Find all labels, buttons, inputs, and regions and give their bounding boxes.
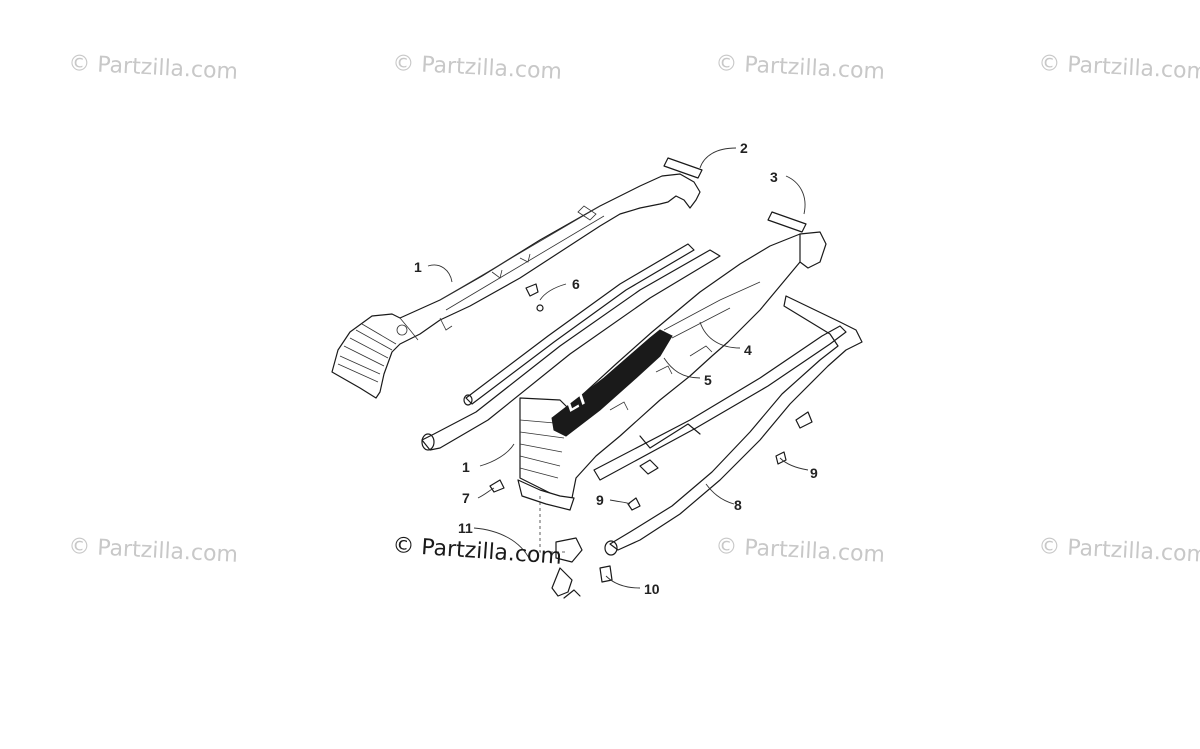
- part-6-fastener: [525, 283, 544, 312]
- part-1-lower-panel: LT: [517, 231, 827, 511]
- fasteners: [489, 451, 787, 583]
- callout-5: 5: [704, 372, 712, 388]
- callout-7: 7: [462, 490, 470, 506]
- callout-6: 6: [572, 276, 580, 292]
- watermark: © Partzilla.com: [715, 534, 886, 568]
- part-8-rail-rear: [593, 295, 863, 556]
- callout-3: 3: [770, 169, 778, 185]
- callout-4: 4: [744, 342, 752, 358]
- lt-decal-shape: [551, 329, 673, 437]
- watermark: © Partzilla.com: [68, 534, 239, 568]
- leader-lines: [427, 147, 809, 589]
- callout-numbers: 1 2 3 4 5 6 1 7 9 8 9 11 10: [414, 140, 818, 597]
- part-11-bracket: [539, 496, 583, 599]
- callout-1-upper: 1: [414, 259, 422, 275]
- part-8-rail-left: [421, 243, 721, 451]
- part-1-upper-panel: [331, 173, 701, 399]
- callout-9-right: 9: [810, 465, 818, 481]
- callout-1-lower: 1: [462, 459, 470, 475]
- callout-8: 8: [734, 497, 742, 513]
- callout-10: 10: [644, 581, 660, 597]
- callout-9-left: 9: [596, 492, 604, 508]
- watermark: © Partzilla.com: [1038, 534, 1200, 568]
- decals-2-3: [663, 157, 807, 233]
- watermark: © Partzilla.com: [1038, 51, 1200, 85]
- watermark: © Partzilla.com: [68, 51, 239, 85]
- watermark: © Partzilla.com: [715, 51, 886, 85]
- callout-11: 11: [458, 520, 473, 536]
- watermark-center: © Partzilla.com: [392, 533, 563, 570]
- watermark: © Partzilla.com: [392, 51, 563, 85]
- callout-2: 2: [740, 140, 748, 156]
